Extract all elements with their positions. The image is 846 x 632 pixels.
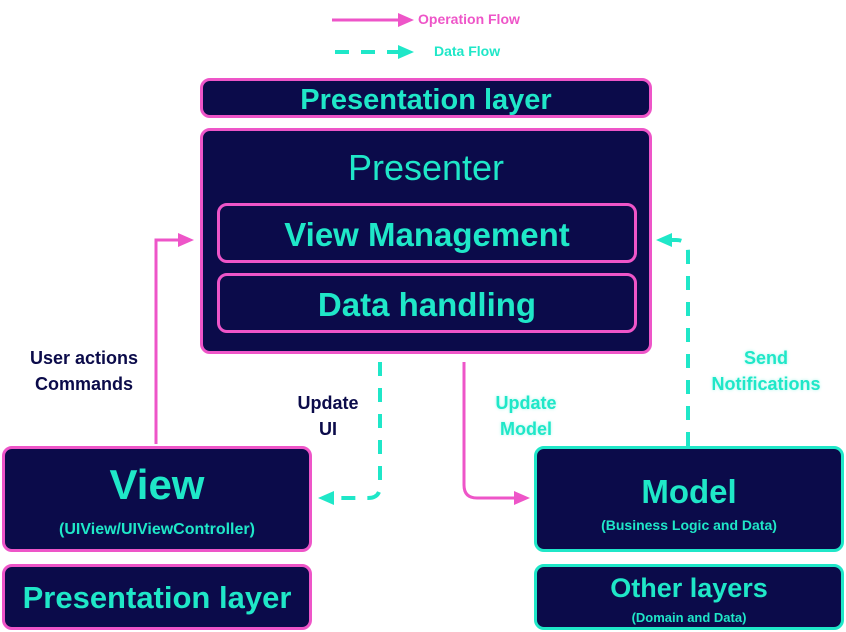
update-model-line-1: Update (495, 393, 557, 413)
update-ui-line-2: UI (319, 419, 337, 439)
presentation-layer-bottom: Presentation layer (2, 564, 312, 630)
user-actions-line-1: User actions (29, 348, 139, 368)
send-notifications-line-1: Send (743, 348, 788, 368)
data-handling-label: Data handling (317, 286, 537, 323)
view-management-box: View Management (217, 203, 637, 263)
update-model-line-2: Model (500, 419, 552, 439)
presenter-title: Presenter (347, 147, 505, 188)
send-notifications-arrowhead (656, 233, 672, 247)
update-ui-label: Update UI (278, 390, 378, 442)
send-notifications-line-2: Notifications (711, 374, 821, 394)
model-subtitle: (Business Logic and Data) (601, 517, 777, 533)
legend-data-flow-arrowhead (398, 45, 414, 59)
update-ui-arrowhead (318, 491, 334, 505)
legend-operation-flow-arrowhead (398, 13, 414, 27)
user-actions-label: User actions Commands (14, 345, 154, 397)
presentation-layer-top: Presentation layer (200, 78, 652, 118)
update-ui-arrow (334, 362, 382, 500)
presentation-layer-bottom-title: Presentation layer (22, 580, 292, 615)
update-ui-line-1: Update (297, 393, 359, 413)
send-notifications-arrow (672, 238, 690, 446)
other-layers-subtitle: (Domain and Data) (631, 610, 747, 625)
view-subtitle: (UIView/UIViewController) (59, 521, 255, 538)
user-actions-line-2: Commands (34, 374, 133, 394)
presenter-box: Presenter View Management Data handling (200, 128, 652, 354)
update-model-arrowhead (514, 491, 530, 505)
update-model-label: Update Model (476, 390, 576, 442)
legend-data-flow-label: Data Flow (434, 43, 501, 59)
user-actions-arrow (154, 238, 180, 444)
view-title: View (109, 461, 205, 508)
user-actions-arrowhead (178, 233, 194, 247)
presentation-layer-top-title: Presentation layer (300, 84, 552, 116)
legend-operation-flow-label: Operation Flow (418, 11, 520, 27)
model-title: Model (641, 473, 737, 510)
view-management-label: View Management (284, 216, 570, 253)
send-notifications-label: Send Notifications (698, 345, 834, 397)
other-layers-title: Other layers (610, 573, 768, 603)
data-handling-box: Data handling (217, 273, 637, 333)
other-layers-box: Other layers (Domain and Data) (534, 564, 844, 630)
model-box: Model (Business Logic and Data) (534, 446, 844, 552)
view-box: View (UIView/UIViewController) (2, 446, 312, 552)
update-model-arrow (462, 362, 516, 500)
